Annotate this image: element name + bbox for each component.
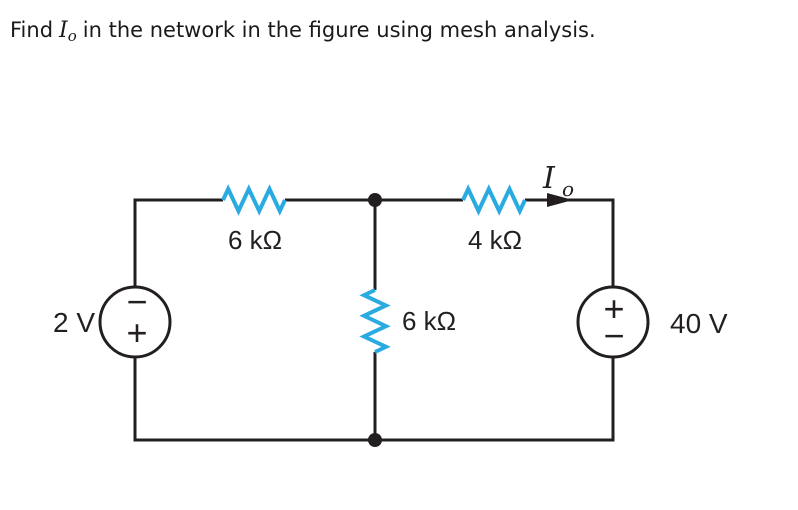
- node-dot-top: [368, 193, 382, 207]
- output-current-symbol: I: [542, 161, 556, 196]
- resistor-top-right-zigzag: [461, 184, 527, 216]
- resistor-middle-label: 6 kΩ: [402, 306, 456, 336]
- right-source-plus-sign: +: [603, 288, 624, 329]
- right-source-label: 40 V: [670, 308, 728, 339]
- current-subscript-inline: o: [67, 27, 77, 45]
- resistor-top-left-label: 6 kΩ: [228, 225, 282, 255]
- wire-top-left-corner: [133, 198, 223, 287]
- right-source-minus-sign: −: [603, 315, 624, 356]
- left-source-label: 2 V: [53, 307, 95, 338]
- wire-top-right-corner: [525, 198, 615, 287]
- left-source-minus-sign: −: [126, 281, 147, 322]
- voltage-source-left-circle: [98, 285, 172, 359]
- resistor-top-right-label: 4 kΩ: [468, 225, 522, 255]
- resistor-top-left-zigzag: [221, 184, 287, 216]
- current-symbol-inline: I: [59, 18, 68, 43]
- problem-text-prefix: Find: [10, 18, 54, 42]
- node-dot-bottom: [368, 433, 382, 447]
- voltage-source-right-circle: [576, 285, 650, 359]
- resistor-middle-zigzag: [359, 288, 391, 354]
- problem-text-suffix: in the network in the figure using mesh …: [82, 18, 596, 42]
- output-current-subscript: o: [562, 177, 574, 201]
- output-current-arrow-icon: [547, 193, 573, 207]
- left-source-plus-sign: +: [126, 312, 147, 353]
